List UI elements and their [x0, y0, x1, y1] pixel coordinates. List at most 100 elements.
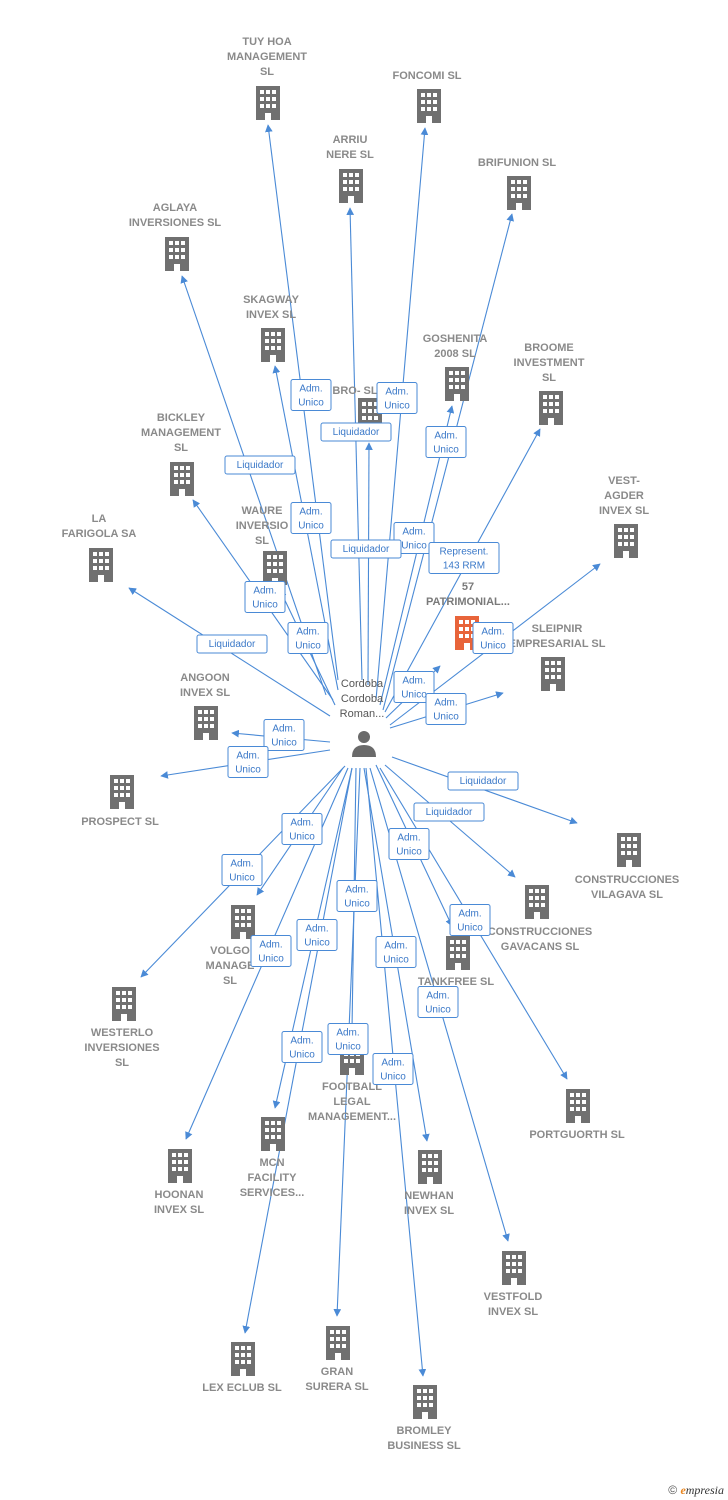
edge-role-westerlo: Adm.Unico [221, 854, 263, 886]
company-label-tuy: MANAGEMENT [227, 51, 307, 63]
edge-role-text: Unico [289, 832, 315, 843]
edge-role-skagway: Adm.Unico [290, 502, 332, 534]
edge-role-gransurera: Adm.Unico [327, 1023, 369, 1055]
edge-role-football: Adm.Unico [336, 880, 378, 912]
edge-role-text: Unico [433, 445, 459, 456]
company-node-bro[interactable]: BRO- SL [332, 385, 382, 432]
building-icon [413, 1385, 437, 1419]
company-node-portguorth[interactable]: PORTGUORTH SL [529, 1089, 625, 1141]
company-label-westerlo: WESTERLO [91, 1027, 154, 1039]
edge-role-text: Unico [396, 847, 422, 858]
edge-role-text: Unico [295, 641, 321, 652]
building-icon [507, 176, 531, 210]
building-icon [614, 524, 638, 558]
building-icon [168, 1149, 192, 1183]
building-icon [110, 775, 134, 809]
edge-role-prospect: Adm.Unico [227, 746, 269, 778]
company-label-goshenita: 2008 SL [434, 348, 476, 360]
edge-role-text: Adm. [397, 833, 420, 844]
edge-role-gavacans: Liquidador [413, 802, 485, 822]
edge-role-bro: Liquidador [330, 539, 402, 559]
company-node-focus[interactable]: 57PATRIMONIAL... [426, 581, 510, 650]
company-label-gavacans: GAVACANS SL [501, 941, 580, 953]
company-label-volgo: VOLGO [210, 945, 250, 957]
company-label-skagway: INVEX SL [246, 309, 296, 321]
company-label-focus: PATRIMONIAL... [426, 596, 510, 608]
company-label-tuy: SL [260, 66, 274, 78]
company-label-farigola: FARIGOLA SA [62, 528, 137, 540]
edge-role-text: Unico [401, 690, 427, 701]
edge-role-text: Unico [252, 600, 278, 611]
company-label-vest: VEST- [608, 475, 640, 487]
company-label-goshenita: GOSHENITA [423, 333, 488, 345]
company-label-mcn: MCN [259, 1157, 284, 1169]
edge-line-brifunion [382, 213, 514, 711]
building-icon [418, 1150, 442, 1184]
edge-role-text: Adm. [253, 586, 276, 597]
edge-role-text: Adm. [381, 1058, 404, 1069]
edge-role-text: Unico [258, 954, 284, 965]
company-label-angoon: INVEX SL [180, 687, 230, 699]
company-node-farigola[interactable]: LA FARIGOLA SA [62, 513, 137, 582]
company-node-tankfree[interactable]: TANKFREE SL [418, 936, 494, 988]
company-node-football[interactable]: FOOTBALLLEGALMANAGEMENT... [308, 1041, 396, 1123]
company-node-lexeclub[interactable]: LEX ECLUB SL [202, 1342, 282, 1394]
person-node[interactable]: CordobaCordobaRoman... [340, 678, 385, 757]
edge-role-aglaya: Liquidador [224, 455, 296, 475]
company-label-farigola: LA [92, 513, 107, 525]
company-label-aglaya: AGLAYA [153, 202, 197, 214]
building-icon [112, 987, 136, 1021]
edge-role-volgo: Adm.Unico [281, 813, 323, 845]
edge-role-text: Liquidador [333, 427, 380, 438]
edge-role-text: Adm. [458, 909, 481, 920]
company-node-brifunion[interactable]: BRIFUNION SL [478, 157, 557, 210]
building-icon [539, 391, 563, 425]
company-node-prospect[interactable]: PROSPECT SL [81, 775, 159, 828]
edge-role-text: Adm. [296, 627, 319, 638]
company-node-mcn[interactable]: MCNFACILITYSERVICES... [240, 1117, 305, 1199]
company-label-football: MANAGEMENT... [308, 1111, 396, 1123]
company-label-arriu: NERE SL [326, 149, 374, 161]
company-node-foncomi[interactable]: FONCOMI SL [392, 70, 462, 123]
company-label-broome: SL [542, 372, 556, 384]
edge-role-vilagava: Liquidador [447, 771, 519, 791]
edge-role-bromley: Adm.Unico [372, 1053, 414, 1085]
company-label-bickley: BICKLEY [157, 412, 206, 424]
building-icon [446, 936, 470, 970]
edge-role-text: Adm. [305, 924, 328, 935]
empresia-watermark: © empresia [668, 1483, 724, 1498]
building-icon [261, 328, 285, 362]
company-label-hoonan: HOONAN [155, 1189, 204, 1201]
edge-role-text: Adm. [426, 991, 449, 1002]
edge-role-text: Unico [425, 1005, 451, 1016]
edge-role-text: Adm. [345, 885, 368, 896]
company-label-focus: 57 [462, 581, 474, 593]
company-node-goshenita[interactable]: GOSHENITA 2008 SL [423, 333, 488, 401]
company-label-vilagava: VILAGAVA SL [591, 889, 663, 901]
edge-role-text: Adm. [434, 431, 457, 442]
building-icon [89, 548, 113, 582]
edge-role-text: Adm. [402, 527, 425, 538]
edge-role-waure: Adm. Unico [287, 622, 329, 654]
company-label-newhan: INVEX SL [404, 1205, 454, 1217]
